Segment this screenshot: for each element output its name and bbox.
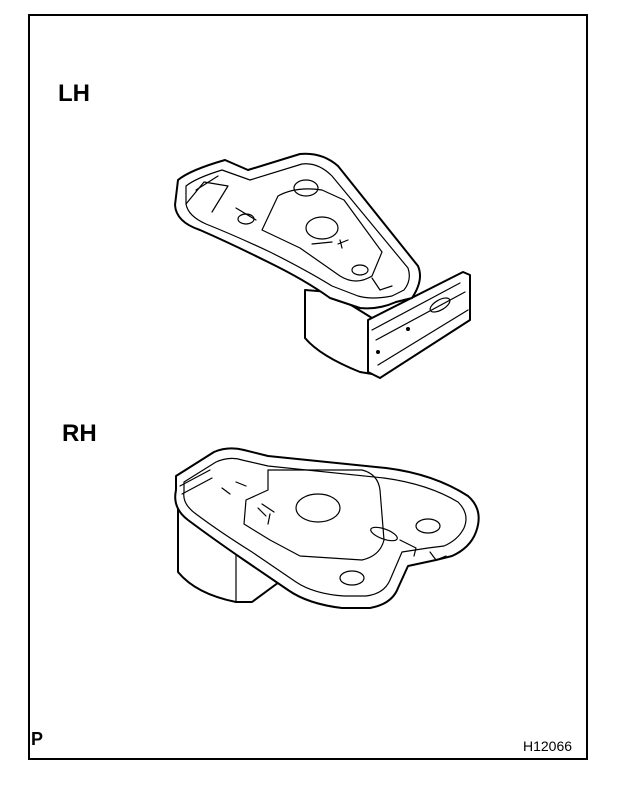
lh-label: LH bbox=[58, 80, 90, 107]
lh-rail-slot bbox=[429, 297, 451, 313]
rh-slot bbox=[370, 526, 398, 542]
rh-label: RH bbox=[62, 420, 97, 447]
figure-frame bbox=[28, 14, 588, 760]
lh-rail-rivet bbox=[376, 350, 380, 354]
rh-hole bbox=[339, 570, 365, 586]
lh-center-hole bbox=[305, 216, 339, 240]
corner-mark: P bbox=[31, 729, 44, 749]
lh-top-tray bbox=[174, 152, 421, 310]
lh-hole bbox=[351, 264, 369, 276]
rh-mount-plate bbox=[243, 469, 385, 561]
lh-hole bbox=[293, 179, 319, 197]
lh-rail-rivet bbox=[406, 327, 410, 331]
figure-code: H12066 bbox=[523, 738, 573, 754]
lh-mount-plate bbox=[261, 188, 383, 282]
rh-center-hole bbox=[295, 493, 341, 523]
lh-bracket-drawing bbox=[174, 152, 471, 379]
rh-hole bbox=[415, 518, 441, 534]
rh-bracket-drawing bbox=[174, 447, 480, 609]
